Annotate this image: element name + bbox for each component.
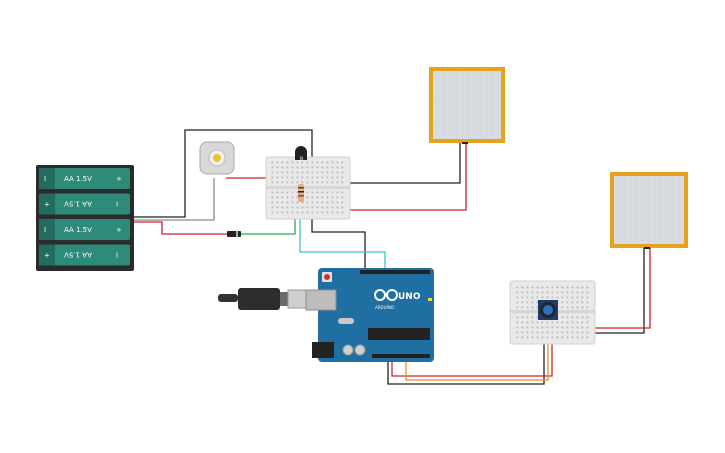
battery-cell: + AA 1.5V I	[39, 244, 130, 266]
dc-motor[interactable]	[199, 141, 235, 175]
breadboard-pot[interactable]	[509, 280, 596, 345]
battery-cell-left-terminal: +	[44, 252, 50, 260]
wire-black-battery-loop[interactable]	[133, 129, 366, 268]
battery-cell-left-terminal: I	[44, 226, 46, 234]
battery-cell-label: AA 1.5V	[64, 251, 92, 259]
breadboard-small[interactable]: N	[265, 146, 351, 220]
usb-cable[interactable]	[218, 288, 309, 310]
potentiometer[interactable]	[538, 300, 558, 320]
wire-orange-arduino-pot[interactable]	[405, 333, 549, 381]
battery-cell-right-terminal: I	[116, 252, 118, 260]
arduino-model: UNO	[398, 292, 421, 302]
battery-cell-right-terminal: +	[116, 175, 122, 183]
arduino-logo	[374, 289, 398, 301]
svg-text:N: N	[300, 156, 303, 161]
wire-black-plot1[interactable]	[312, 143, 461, 184]
battery-cell: I AA 1.5V +	[39, 168, 130, 189]
battery-cell-label: AA 1.5V	[64, 200, 92, 208]
arduino-uno[interactable]: UNO ARDUINO	[305, 268, 434, 362]
battery-cell-right-terminal: I	[116, 201, 118, 209]
diode[interactable]	[227, 231, 241, 237]
arduino-brand: ARDUINO	[375, 305, 394, 310]
transistor[interactable]: N	[295, 146, 307, 161]
battery-cell-label: AA 1.5V	[64, 226, 92, 234]
battery-cell-label: AA 1.5V	[64, 175, 92, 183]
battery-cell: + AA 1.5V I	[39, 193, 130, 215]
wire-cyan-board-arduino[interactable]	[299, 200, 386, 270]
battery-pack[interactable]: I AA 1.5V + + AA 1.5V I I AA 1.5V + + AA 1.5V I	[36, 165, 134, 271]
wire-red-plot1[interactable]	[304, 143, 467, 211]
resistor[interactable]	[298, 184, 304, 202]
wire-black-arduino-pot[interactable]	[387, 333, 545, 385]
battery-cell-left-terminal: I	[44, 175, 46, 183]
wire-gray-battery-motor[interactable]	[133, 178, 215, 221]
graph-display-1[interactable]	[429, 67, 505, 144]
battery-cell: I AA 1.5V +	[39, 219, 130, 240]
graph-display-2[interactable]	[610, 172, 688, 249]
wire-red-battery-switch[interactable]	[133, 221, 228, 235]
battery-cell-right-terminal: +	[116, 226, 122, 234]
battery-cell-left-terminal: +	[44, 201, 50, 209]
wire-red-arduino-pot[interactable]	[391, 333, 553, 377]
